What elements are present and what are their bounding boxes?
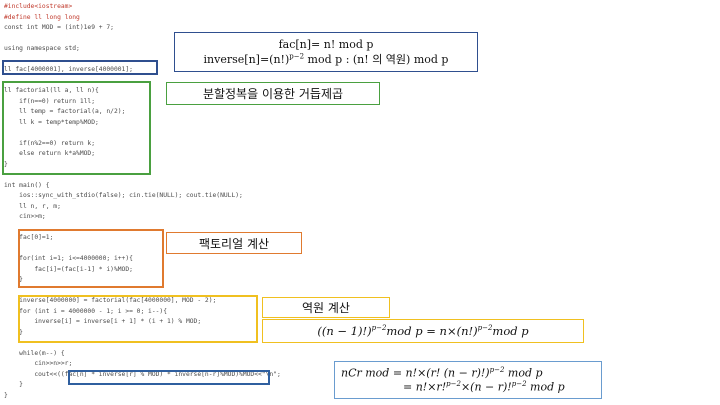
code-line: #define ll long long — [4, 13, 80, 21]
inverse-formula-exp1: p−2 — [371, 324, 387, 333]
code-line: fac[0]=1; — [4, 234, 54, 241]
ncr-line2-b: ×(n − r)! — [460, 380, 512, 394]
inverse-formula: ((n − 1)!)p−2mod p = n×(n!)p−2mod p — [262, 319, 584, 343]
code-line: cin>>n>>r; — [4, 360, 73, 367]
code-line: int main() { — [4, 181, 50, 189]
code-line: const int MOD = (int)1e9 + 7; — [4, 24, 114, 31]
code-line: cout<<((fac[n] * inverse[r] % MOD) * inv… — [4, 370, 281, 378]
code-listing: #include<iostream> #define ll long long co… — [4, 2, 364, 401]
ncr-line2-exp1: p−2 — [446, 380, 461, 388]
code-line: using namespace std; — [4, 45, 80, 52]
ncr-formula: nCr mod = n!×(r! (n − r)!)p−2 mod p = n!… — [334, 361, 602, 399]
code-line: ll temp = factorial(a, n/2); — [4, 108, 126, 115]
ncr-line2-a: = n!×r! — [403, 380, 447, 394]
inverse-calc-label: 역원 계산 — [262, 297, 390, 318]
code-line: if(n==0) return 1ll; — [4, 97, 95, 105]
code-line: } — [4, 328, 23, 336]
divide-conquer-label: 분할정복을 이용한 거듭제곱 — [166, 82, 380, 105]
factorial-func-highlight — [2, 81, 151, 175]
code-line: cin>>m; — [4, 213, 46, 220]
code-line: #include<iostream> — [4, 3, 73, 10]
code-line: ll k = temp*temp%MOD; — [4, 118, 99, 126]
array-decl-highlight — [2, 60, 158, 75]
code-line: } — [4, 381, 23, 388]
code-line: } — [4, 276, 23, 283]
inverse-loop-highlight — [18, 295, 258, 343]
code-line: while(m--) { — [4, 349, 65, 357]
inverse-definition: inverse[n]=(n!)p−2 mod p : (n! 의 역원) mod… — [204, 51, 449, 67]
code-line: inverse[i] = inverse[i + 1] * (i + 1) % … — [4, 318, 202, 325]
code-line: ll n, r, m; — [4, 202, 61, 210]
code-line: } — [4, 160, 8, 168]
code-line: if(n%2==0) return k; — [4, 139, 95, 147]
code-line: fac[i]=(fac[i-1] * i)%MOD; — [4, 265, 133, 273]
code-line: inverse[4000000] = factorial(fac[4000000… — [4, 297, 217, 304]
ncr-line1-exp: p−2 — [489, 366, 505, 375]
code-line: ll factorial(ll a, ll n){ — [4, 87, 99, 94]
code-line: for(int i=1; i<=4000000; i++){ — [4, 255, 133, 262]
inverse-formula-b: mod p = n×(n!) — [386, 324, 478, 338]
fac-definition: fac[n]= n! mod p — [278, 37, 374, 51]
code-line: ll fac[4000001], inverse[4000001]; — [4, 66, 133, 73]
definition-note: fac[n]= n! mod p inverse[n]=(n!)p−2 mod … — [174, 32, 478, 72]
inverse-def-exp: p−2 — [289, 51, 305, 60]
code-line: } — [4, 391, 8, 399]
inverse-def-left: inverse[n]=(n!) — [203, 52, 290, 66]
inverse-def-mod: mod p : (n! — [304, 52, 373, 66]
inverse-formula-exp2: p−2 — [477, 324, 493, 333]
ncr-line1-b: mod p — [504, 367, 543, 380]
ncr-line2-c: mod p — [526, 380, 565, 394]
code-line: else return k*a%MOD; — [4, 150, 95, 157]
code-line: for (int i = 4000000 - 1; i >= 0; i--){ — [4, 307, 168, 315]
inverse-def-end: ) mod p — [406, 52, 449, 66]
ncr-line1-a: nCr mod = n!×(r! (n − r)!) — [341, 367, 490, 380]
ncr-line2-exp2: p−2 — [511, 380, 527, 388]
code-line: ios::sync_with_stdio(false); cin.tie(NUL… — [4, 192, 243, 199]
inverse-def-kr: 의 역원 — [372, 52, 407, 66]
inverse-formula-a: ((n − 1)!) — [317, 324, 372, 338]
factorial-calc-label: 팩토리얼 계산 — [166, 232, 302, 254]
factorial-loop-highlight — [18, 229, 164, 288]
ncr-output-highlight — [68, 370, 270, 385]
inverse-formula-c: mod p — [492, 324, 529, 338]
